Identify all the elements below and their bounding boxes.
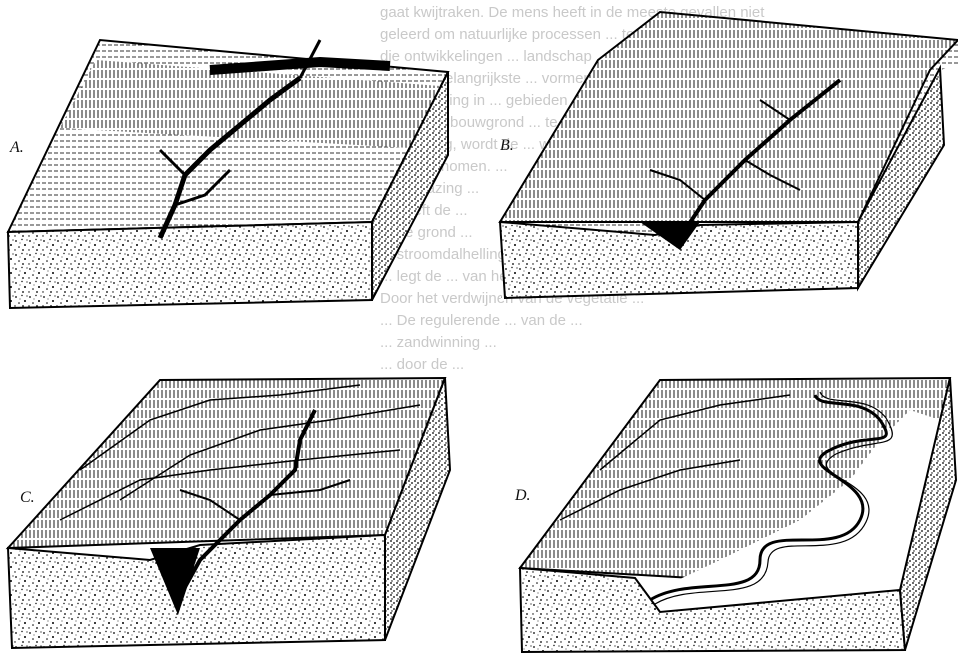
panel-d-block [520,378,956,652]
panel-d-label: D. [514,487,531,504]
panel-c-block [8,378,450,648]
panel-a-label: A. [9,139,24,156]
panel-b-block [500,12,958,300]
panel-a-block [8,40,448,308]
panel-c-label: C. [20,489,35,506]
panel-b-label: B. [500,137,514,154]
